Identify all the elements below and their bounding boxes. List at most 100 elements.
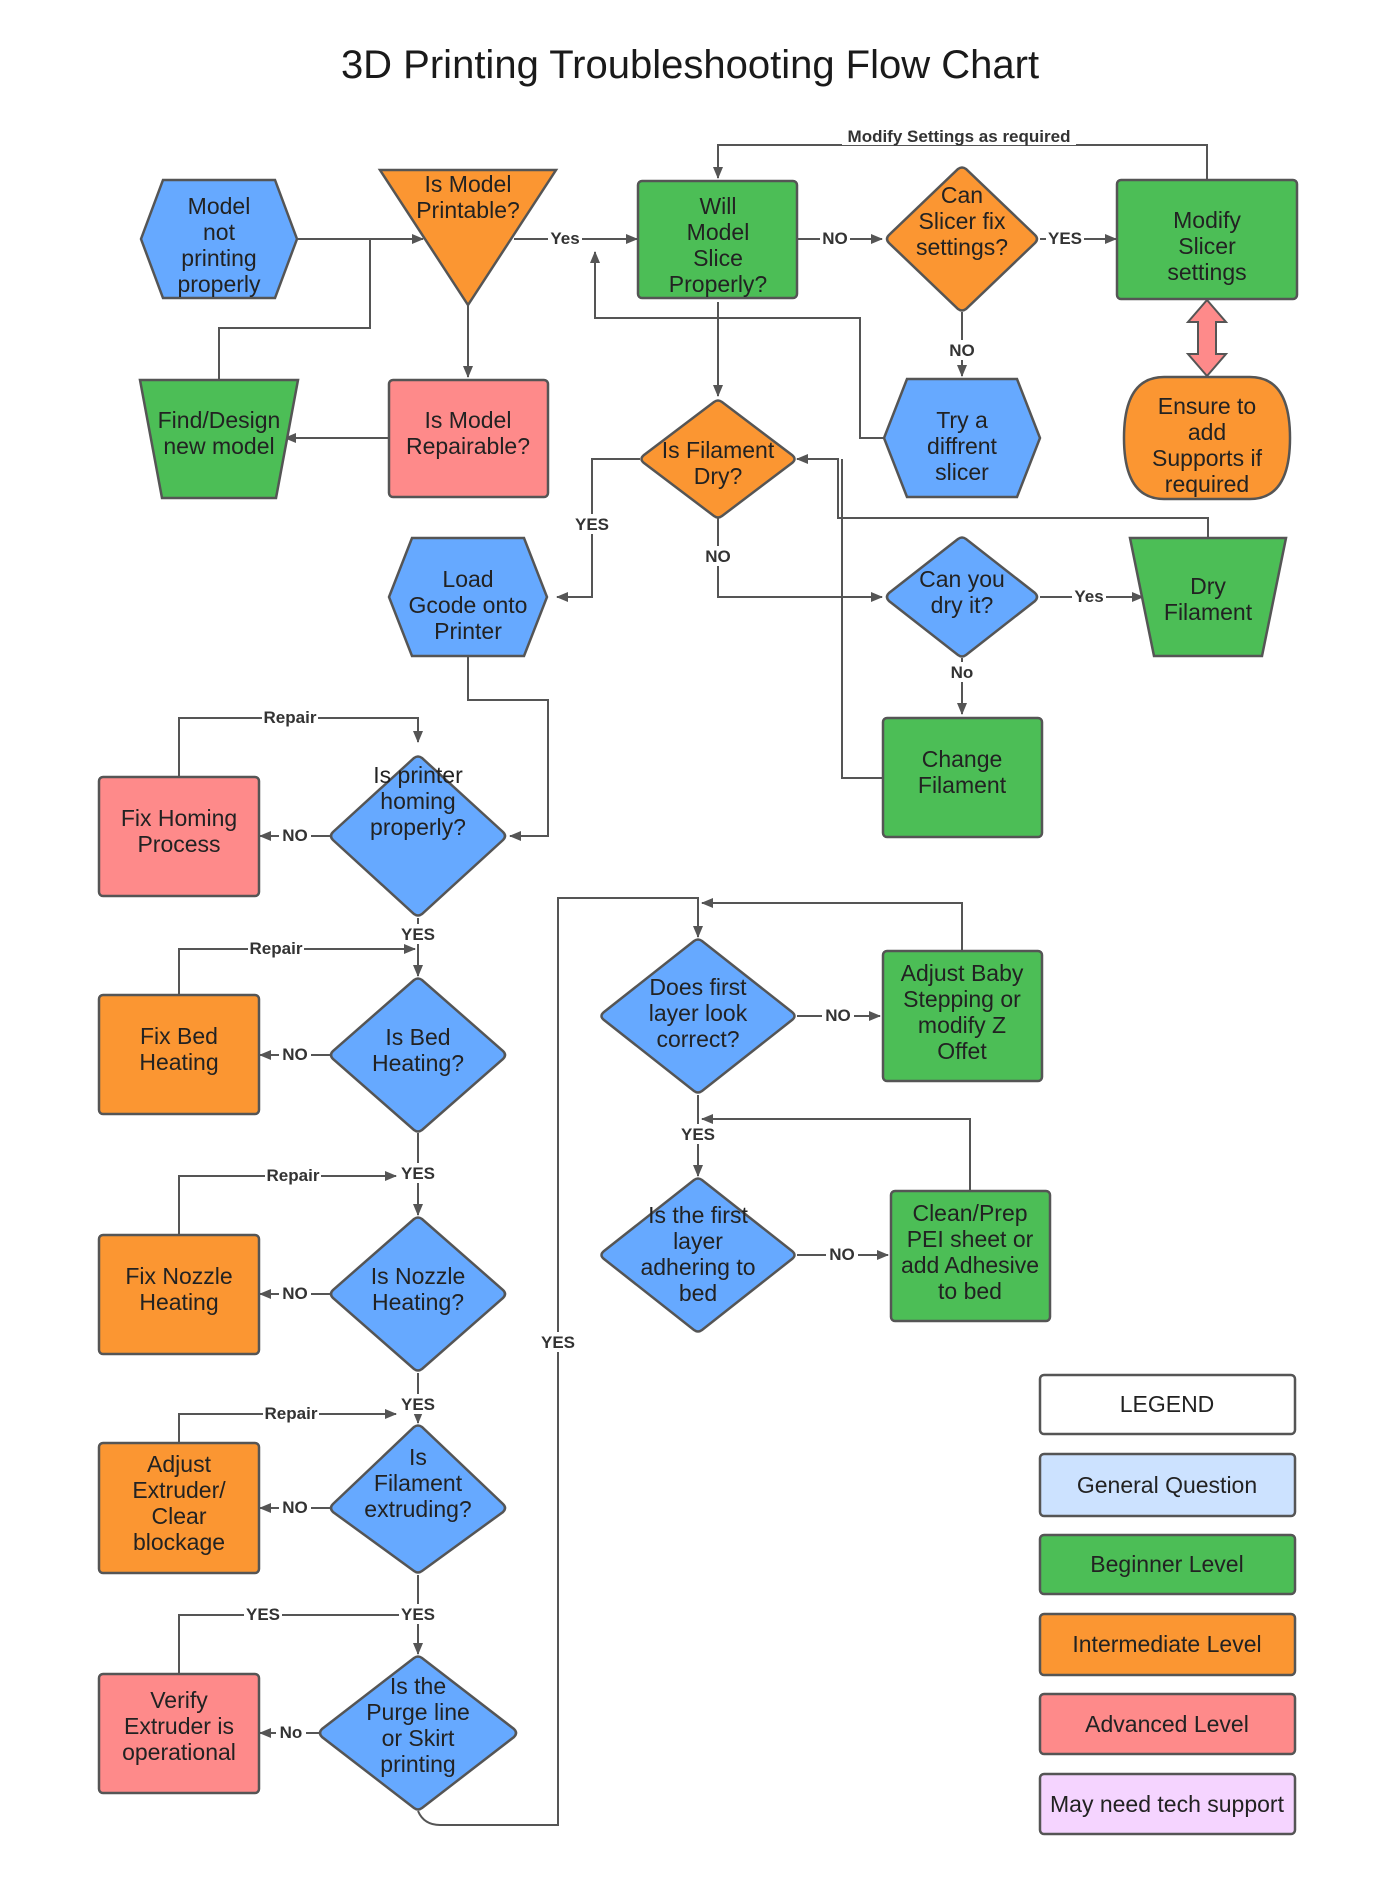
node-label-line: Printer: [434, 618, 502, 644]
node-label: Verify: [150, 1687, 208, 1713]
node-label-line: Heating?: [372, 1050, 464, 1076]
svg-text:NO: NO: [829, 1245, 855, 1264]
node-label: Ensure to: [1158, 393, 1256, 419]
node-label: Is the first: [648, 1202, 748, 1228]
node-label-line: Purge line: [366, 1699, 470, 1725]
svg-text:May need tech support: May need tech support: [1050, 1791, 1285, 1817]
node-label: Can: [941, 182, 983, 208]
legend-general-question: General Question: [1038, 1452, 1297, 1518]
edge-label-homing-repair: Repair: [262, 707, 318, 727]
edge-nozzle-repair: [178, 1171, 397, 1234]
edge-label-slice-no: NO: [820, 228, 850, 248]
node-label-line: Heating?: [372, 1289, 464, 1315]
node-label-line: settings: [1167, 259, 1246, 285]
edge-labels: Modify Settings as required Yes NO YES N…: [244, 125, 1106, 1742]
node-label-line: Slice: [693, 245, 743, 271]
svg-text:NO: NO: [949, 341, 975, 360]
node-label: Can you: [919, 566, 1005, 592]
node-label-line: Filament: [1164, 599, 1253, 625]
legend: LEGEND General Question Beginner Level I…: [1038, 1373, 1297, 1836]
edge-label-can-dry-yes: Yes: [1072, 586, 1106, 606]
node-label-line: layer: [673, 1228, 723, 1254]
node-label-line: Extruder/: [132, 1477, 226, 1503]
edge-label-adhering-no: NO: [826, 1244, 858, 1264]
edge-find-to-printable: [218, 239, 371, 380]
node-label-line: properly?: [370, 814, 466, 840]
edge-filament-no: [717, 517, 883, 602]
edge-load-to-homing: [467, 656, 549, 841]
node-label-line: Repairable?: [406, 433, 530, 459]
svg-text:YES: YES: [575, 515, 609, 534]
edge-label-first-layer-yes: YES: [679, 1124, 717, 1144]
node-label: Will: [699, 193, 736, 219]
node-label: Adjust Baby: [901, 960, 1024, 986]
node-label-line: add Adhesive: [901, 1252, 1039, 1278]
svg-text:NO: NO: [282, 1045, 308, 1064]
svg-text:YES: YES: [246, 1605, 280, 1624]
svg-text:Intermediate Level: Intermediate Level: [1072, 1631, 1261, 1657]
node-label-line: Printable?: [416, 197, 520, 223]
node-label: Is Filament: [662, 437, 775, 463]
node-label-line: extruding?: [364, 1496, 471, 1522]
chart-title: 3D Printing Troubleshooting Flow Chart: [341, 43, 1039, 87]
edge-label-verify-yes: YES: [244, 1604, 282, 1624]
svg-text:Repair: Repair: [250, 939, 303, 958]
edge-label-printable-yes: Yes: [548, 228, 582, 248]
legend-intermediate-level: Intermediate Level: [1038, 1612, 1297, 1677]
edge-label-bed-no: NO: [279, 1044, 311, 1064]
edge-label-purge-yes: YES: [539, 1332, 577, 1352]
node-label-line: Extruder is: [124, 1713, 234, 1739]
node-label-line: printing: [181, 245, 256, 271]
node-label-line: correct?: [656, 1026, 739, 1052]
edge-label-nozzle-repair: Repair: [265, 1165, 321, 1185]
node-label: Is: [409, 1444, 427, 1470]
node-label-line: Offet: [937, 1038, 987, 1064]
node-label: Is Model: [425, 171, 512, 197]
node-label: Does first: [649, 974, 747, 1000]
edge-label-homing-yes: YES: [399, 924, 437, 944]
svg-text:Repair: Repair: [265, 1404, 318, 1423]
svg-text:NO: NO: [282, 1498, 308, 1517]
svg-text:Yes: Yes: [1074, 587, 1103, 606]
node-label-line: homing: [380, 788, 455, 814]
node-label-line: operational: [122, 1739, 236, 1765]
